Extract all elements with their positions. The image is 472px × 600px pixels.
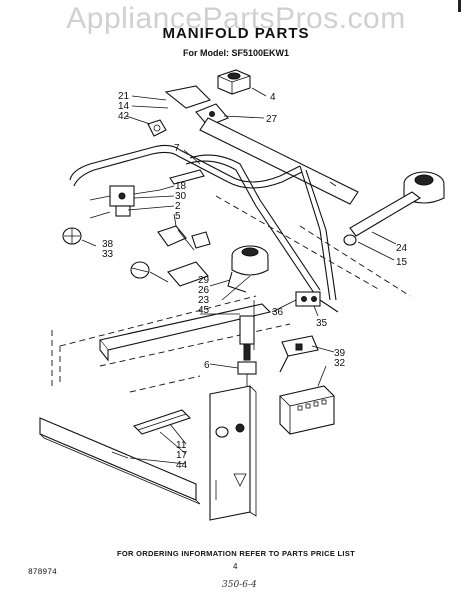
- callout-26: 26: [198, 285, 210, 296]
- callout-35: 35: [316, 318, 328, 329]
- callout-23: 23: [198, 295, 210, 306]
- manifold-tube-short-drawing: [169, 169, 205, 185]
- diagram-title: MANIFOLD PARTS: [162, 25, 310, 42]
- callout-44: 44: [176, 460, 188, 471]
- burner-base-plate-drawing: [39, 417, 201, 505]
- callout-38: 38: [102, 239, 114, 250]
- callout-6: 6: [204, 360, 210, 371]
- callout-7: 7: [174, 143, 180, 154]
- control-knob-front-drawing: [62, 227, 82, 245]
- callout-24: 24: [396, 243, 408, 254]
- edge-mark: [458, 0, 461, 12]
- callout-21: 21: [118, 91, 130, 102]
- callout-29: 29: [198, 275, 210, 286]
- callout-14: 14: [118, 101, 130, 112]
- callout-42: 42: [118, 111, 130, 122]
- callout-36: 36: [272, 307, 284, 318]
- valve-body-center-drawing: [167, 261, 209, 287]
- callout-30: 30: [175, 191, 187, 202]
- callout-5: 5: [175, 211, 181, 222]
- callout-45: 45: [198, 305, 210, 316]
- orifice-fitting-drawing: [147, 119, 167, 137]
- dashed-frame-lines: [51, 195, 411, 393]
- callout-11: 11: [176, 440, 187, 451]
- callout-18: 18: [175, 181, 187, 192]
- callout-33: 33: [102, 249, 114, 260]
- callout-leader-lines: [81, 87, 397, 465]
- gas-valve-drawing: [89, 185, 135, 219]
- thermostat-valve-drawing: [295, 291, 339, 313]
- model-subtitle: For Model: SF5100EKW1: [182, 48, 290, 58]
- surface-burner-drawing: [227, 245, 269, 293]
- safety-valve-drawing: [279, 335, 319, 373]
- manifold-bracket-drawing: [99, 300, 272, 362]
- document-number: 878974: [28, 568, 57, 577]
- oven-burner-drawing: [343, 171, 445, 246]
- burner-bracket-drawing: [164, 85, 359, 205]
- callout-labels: 4 27 21 14 42 7 18 30 2 5 38 33 29 26 23…: [102, 91, 408, 471]
- page-number: 4: [233, 562, 238, 571]
- pressure-regulator-drawing: [217, 69, 251, 95]
- control-knob-rear-drawing: [130, 261, 150, 279]
- heat-shield-drawing: [209, 385, 257, 521]
- callout-4: 4: [270, 92, 276, 103]
- support-bracket-drawing: [132, 409, 192, 435]
- ordering-info-footer: FOR ORDERING INFORMATION REFER TO PARTS …: [117, 549, 355, 558]
- manifold-pipe-drawing: [69, 144, 337, 301]
- callout-27: 27: [266, 114, 278, 125]
- terminal-block-drawing: [279, 385, 335, 435]
- igniter-drawing: [237, 315, 257, 390]
- valve-clip-drawing: [157, 225, 211, 251]
- callout-17: 17: [176, 450, 188, 461]
- callout-39: 39: [334, 348, 346, 359]
- handwritten-note: 350-6-4: [222, 580, 257, 590]
- watermark-text: AppliancePartsPros.com: [66, 2, 406, 35]
- callout-15: 15: [396, 257, 408, 268]
- callout-2: 2: [175, 201, 181, 212]
- callout-32: 32: [334, 358, 346, 369]
